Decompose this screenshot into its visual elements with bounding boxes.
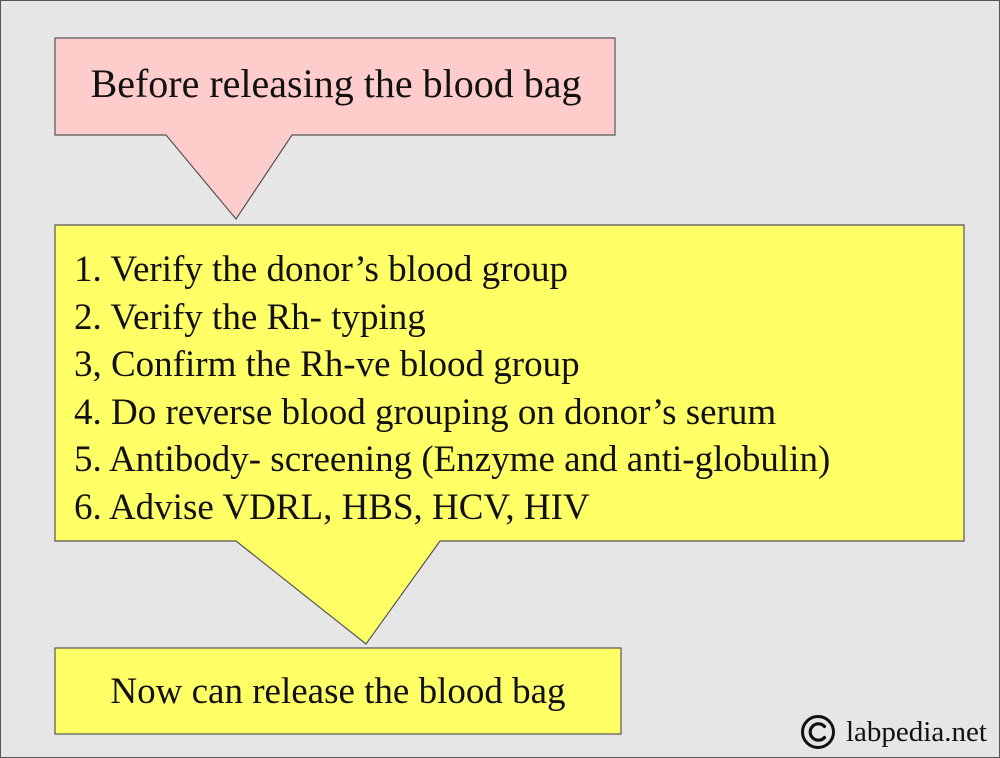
step-item: 3, Confirm the Rh-ve blood group [74,344,580,385]
steps-callout-shape [54,224,965,645]
watermark: labpedia.net [800,712,987,752]
step-item: 2. Verify the Rh- typing [74,296,426,338]
steps-list: 1. Verify the donor’s blood group 2. Ver… [74,246,830,531]
step-item: 6. Advise VDRL, HBS, HCV, HIV [74,486,590,528]
end-box-label: Now can release the blood bag [110,671,566,712]
step-item: 1. Verify the donor’s blood group [74,249,568,290]
end-box-shape [54,647,622,735]
start-box-label: Before releasing the blood bag [90,61,582,106]
copyright-icon [801,715,835,749]
watermark-text: labpedia.net [846,716,987,748]
start-callout-shape [54,37,616,221]
step-item: 4. Do reverse blood grouping on donor’s … [74,391,777,433]
step-item: 5. Antibody- screening (Enzyme and anti-… [74,439,831,480]
